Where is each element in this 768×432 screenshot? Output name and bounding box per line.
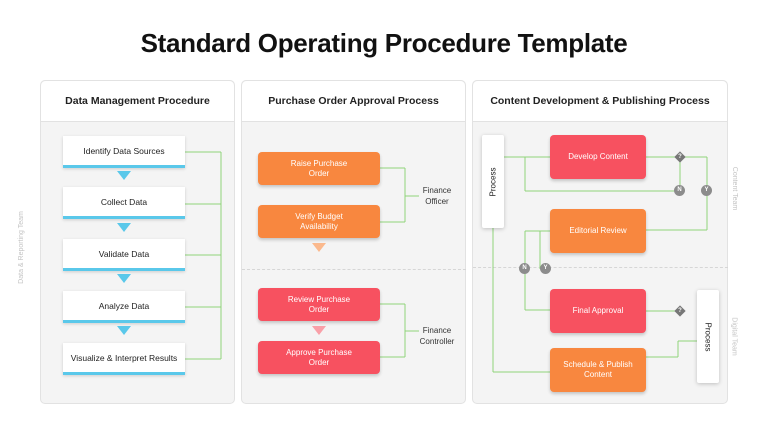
decision-diamond-icon: ?: [674, 305, 686, 317]
step-editorial-review: Editorial Review: [550, 209, 646, 253]
down-arrow-icon: [312, 326, 326, 335]
process-label-right: Process: [703, 322, 713, 351]
down-arrow-icon: [312, 243, 326, 252]
purchase-order-panel: Purchase Order Approval Process Raise Pu…: [241, 80, 466, 404]
page-title: Standard Operating Procedure Template: [140, 28, 628, 58]
step-raise-purchase-order: Raise Purchase Order: [258, 152, 380, 185]
decision-mark: ?: [678, 154, 682, 160]
process-label-left: Process: [488, 167, 498, 196]
step-visualize-results: Visualize & Interpret Results: [63, 343, 185, 375]
side-label-content-team: Content Team: [731, 166, 739, 211]
data-management-panel: Data Management Procedure Identify Data …: [40, 80, 235, 404]
yes-badge: Y: [701, 185, 712, 196]
swimlane-divider: [473, 267, 728, 268]
step-validate-data: Validate Data: [63, 239, 185, 271]
no-badge: N: [519, 263, 530, 274]
side-label-data-reporting-team: Data & Reporting Team: [17, 211, 25, 284]
step-approve-purchase-order: Approve Purchase Order: [258, 341, 380, 374]
data-management-heading: Data Management Procedure: [41, 81, 234, 122]
role-finance-officer: Finance Officer: [422, 186, 452, 206]
purchase-order-connectors: [380, 167, 419, 358]
down-arrow-icon: [117, 326, 131, 335]
content-development-connectors: [492, 156, 708, 373]
content-development-panel: Content Development & Publishing Process: [472, 80, 728, 404]
step-analyze-data: Analyze Data: [63, 291, 185, 323]
swimlane-divider: [242, 269, 466, 270]
content-development-heading: Content Development & Publishing Process: [473, 81, 727, 122]
step-develop-content: Develop Content: [550, 135, 646, 179]
step-verify-budget: Verify Budget Availability: [258, 205, 380, 238]
step-identify-data-sources: Identify Data Sources: [63, 136, 185, 168]
down-arrow-icon: [117, 223, 131, 232]
step-final-approval: Final Approval: [550, 289, 646, 333]
process-box-right: Process: [697, 290, 719, 383]
process-box-left: Process: [482, 135, 504, 228]
purchase-order-heading: Purchase Order Approval Process: [242, 81, 465, 122]
step-review-purchase-order: Review Purchase Order: [258, 288, 380, 321]
data-management-connectors: [185, 151, 222, 360]
step-collect-data: Collect Data: [63, 187, 185, 219]
decision-mark: ?: [678, 308, 682, 314]
role-finance-controller: Finance Controller: [419, 326, 455, 346]
yes-badge: Y: [540, 263, 551, 274]
step-schedule-publish: Schedule & Publish Content: [550, 348, 646, 392]
side-label-digital-team: Digital Team: [730, 317, 738, 356]
down-arrow-icon: [117, 274, 131, 283]
no-badge: N: [674, 185, 685, 196]
down-arrow-icon: [117, 171, 131, 180]
decision-diamond-icon: ?: [674, 151, 686, 163]
